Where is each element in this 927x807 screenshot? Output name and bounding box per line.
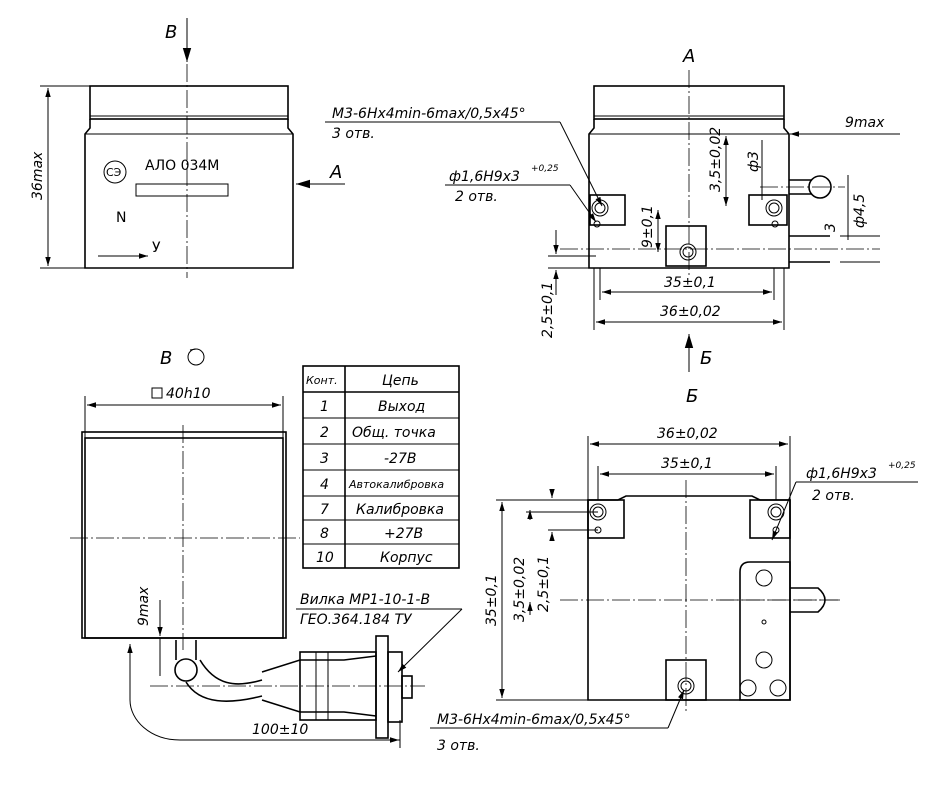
view-a-36-dim: 36±0,02 xyxy=(660,304,721,320)
plug-type-line1: Вилка МР1-10-1-В xyxy=(300,592,430,608)
pin-table-cell: +27В xyxy=(384,526,423,542)
view-a-3-dim: 3 xyxy=(823,223,839,232)
rotation-icon xyxy=(187,348,205,366)
view-a-thread-count: 3 отв. xyxy=(332,126,375,142)
pin-table-cell: -27В xyxy=(384,451,416,467)
plug-type-line2: ГЕО.364.184 ТУ xyxy=(300,612,413,628)
view-a-phi3-dim: ф3 xyxy=(746,151,762,172)
view-a-pin-note: ф1,6H9x3 xyxy=(449,169,520,185)
section-b-arrow-label: Б xyxy=(700,348,712,369)
pin-table-header-circuit: Цепь xyxy=(382,373,419,389)
view-b: Б 36±0,02 35±0,1 ф1,6H9x3 +0, xyxy=(430,386,918,754)
view-v-cable-length-dim: 100±10 xyxy=(252,722,308,738)
view-v-title: В xyxy=(160,348,172,369)
view-b-2-5-v-dim: 2,5±0,1 xyxy=(536,556,552,612)
manufacturer-logo xyxy=(103,160,127,184)
view-b-3-5-v-dim: 3,5±0,02 xyxy=(512,557,528,622)
view-a-35-dim: 35±0,1 xyxy=(664,275,716,291)
view-v-square-dim: 40h10 xyxy=(166,386,211,402)
view-b-thread-count: 3 отв. xyxy=(437,738,480,754)
view-a-arrow-label: А xyxy=(329,162,342,183)
pin-table: Конт. Цепь 1 Выход 2 Общ. точка 3 -27В 4… xyxy=(302,365,460,569)
square-symbol-icon xyxy=(151,387,163,399)
view-a-9max-dim: 9max xyxy=(845,115,885,131)
axis-n-label: N xyxy=(116,210,126,226)
view-b-pin-note: ф1,6H9x3 xyxy=(806,466,877,482)
front-height-dim: 36max xyxy=(30,151,46,200)
view-a-3-5-dim: 3,5±0,02 xyxy=(708,127,724,192)
svg-text:+0,25: +0,25 xyxy=(888,461,916,471)
view-b-arrow-label: В xyxy=(165,22,177,43)
view-b-35-dim: 35±0,1 xyxy=(661,456,713,472)
view-a-title: А xyxy=(682,46,695,67)
svg-text:+0,25: +0,25 xyxy=(531,164,559,174)
svg-text:СЭ: СЭ xyxy=(106,166,122,179)
view-v: В 40h10 9max 100±10 Вилк xyxy=(70,348,463,748)
pin-table-header-contact: Конт. xyxy=(306,374,338,387)
pin-table-cell: Автокалибровка xyxy=(348,478,444,491)
pin-table-cell: 1 xyxy=(320,399,329,415)
model-marking: АЛО 034М xyxy=(145,158,219,174)
view-a-thread-note: М3-6Hx4min-6max/0,5x45° xyxy=(332,106,526,122)
view-a-2-5-dim: 2,5±0,1 xyxy=(540,282,556,338)
view-b-thread-note: М3-6Hx4min-6max/0,5x45° xyxy=(437,712,631,728)
view-a: А М3-6Hx4min-6max/0,5x45° 3 отв. ф1,6H9x… xyxy=(325,46,900,372)
pin-table-cell: 3 xyxy=(320,451,329,467)
view-b-36-dim: 36±0,02 xyxy=(657,426,718,442)
pin-table-cell: 4 xyxy=(320,477,329,493)
pin-table-cell: Калибровка xyxy=(356,502,444,518)
view-v-housing xyxy=(81,431,287,639)
pin-table-cell: 7 xyxy=(320,502,329,518)
pin-table-cell: 10 xyxy=(316,550,334,566)
pin-table-cell: Корпус xyxy=(380,550,433,566)
view-b-housing xyxy=(587,495,791,701)
axis-y-label: У xyxy=(152,240,161,256)
view-b-35-v-dim: 35±0,1 xyxy=(484,574,500,626)
pin-table-cell: 2 xyxy=(320,425,329,441)
view-v-9max-dim: 9max xyxy=(136,586,152,626)
pin-table-cell: 8 xyxy=(320,526,329,542)
label-plate xyxy=(135,183,229,197)
pin-table-cell: Общ. точка xyxy=(352,425,436,441)
view-a-9-dim: 9±0,1 xyxy=(640,205,656,248)
housing-cap xyxy=(89,85,289,120)
front-view: В 36max СЭ АЛО 034М N У А xyxy=(30,18,345,278)
view-b-title: Б xyxy=(686,386,698,407)
view-a-pin-count: 2 отв. xyxy=(455,189,498,205)
pin-table-cell: Выход xyxy=(378,399,425,415)
view-a-phi4-5-dim: ф4,5 xyxy=(852,194,868,228)
view-b-pin-count: 2 отв. xyxy=(812,488,855,504)
